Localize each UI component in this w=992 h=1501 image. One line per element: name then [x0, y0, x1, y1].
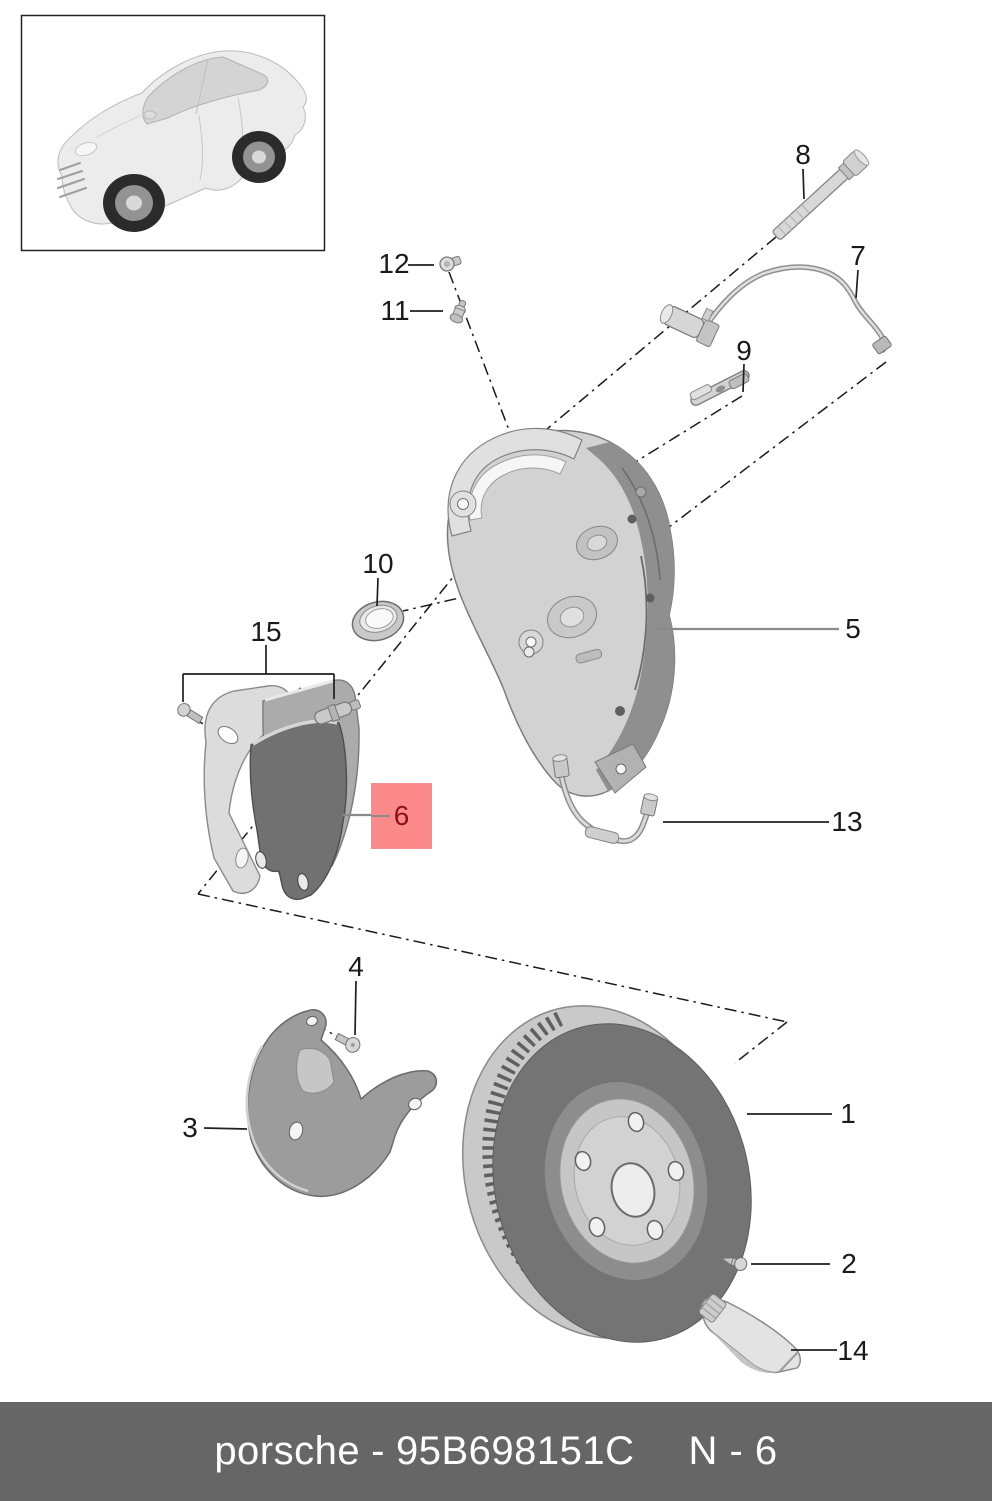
callout-14[interactable]: 14	[837, 1335, 869, 1366]
footer-page-ref: N - 6	[688, 1429, 778, 1473]
part-retaining-clip	[689, 370, 750, 406]
part-shield-screw	[334, 1032, 361, 1053]
footer-part-number: 95B698151C	[395, 1429, 635, 1473]
callout-1[interactable]: 1	[840, 1098, 856, 1129]
footer-separator: -	[371, 1429, 385, 1473]
callout-9[interactable]: 9	[736, 335, 752, 366]
part-seal-ring	[351, 600, 405, 642]
callout-11[interactable]: 11	[380, 295, 410, 326]
part-brake-disc	[461, 1005, 752, 1343]
part-wear-sensor	[659, 264, 892, 355]
part-pad-screw	[177, 702, 204, 725]
part-brake-pad	[249, 720, 348, 901]
car-thumbnail	[20, 14, 326, 252]
leader-lines-gray	[343, 627, 839, 817]
callout-5[interactable]: 5	[845, 613, 861, 644]
part-bleeder-cap	[439, 255, 462, 272]
part-disc-screw	[720, 1257, 748, 1272]
callout-15[interactable]: 15	[250, 616, 282, 647]
footer-brand: porsche	[214, 1429, 361, 1473]
part-guide-pin	[314, 699, 361, 725]
callout-13[interactable]: 13	[831, 806, 863, 837]
callout-6-highlighted[interactable]: 6	[371, 783, 432, 849]
leader-lines	[182, 168, 859, 1351]
part-caliper-bolt	[772, 149, 870, 240]
part-lubricant-tube	[698, 1293, 801, 1374]
callout-10[interactable]: 10	[362, 548, 394, 579]
callout-7[interactable]: 7	[850, 240, 866, 271]
footer-bar: porsche - 95B698151C N - 6	[0, 1402, 992, 1501]
part-pad-carrier-set	[177, 679, 361, 901]
part-bleeder-valve	[449, 299, 467, 324]
callout-4[interactable]: 4	[348, 951, 364, 982]
callout-8[interactable]: 8	[795, 139, 811, 170]
callout-12[interactable]: 12	[378, 248, 410, 279]
part-brake-pipe	[552, 754, 659, 845]
callout-3[interactable]: 3	[182, 1112, 198, 1143]
part-dust-shield	[245, 1009, 438, 1198]
part-brake-caliper	[446, 427, 676, 797]
callout-2[interactable]: 2	[841, 1248, 857, 1279]
